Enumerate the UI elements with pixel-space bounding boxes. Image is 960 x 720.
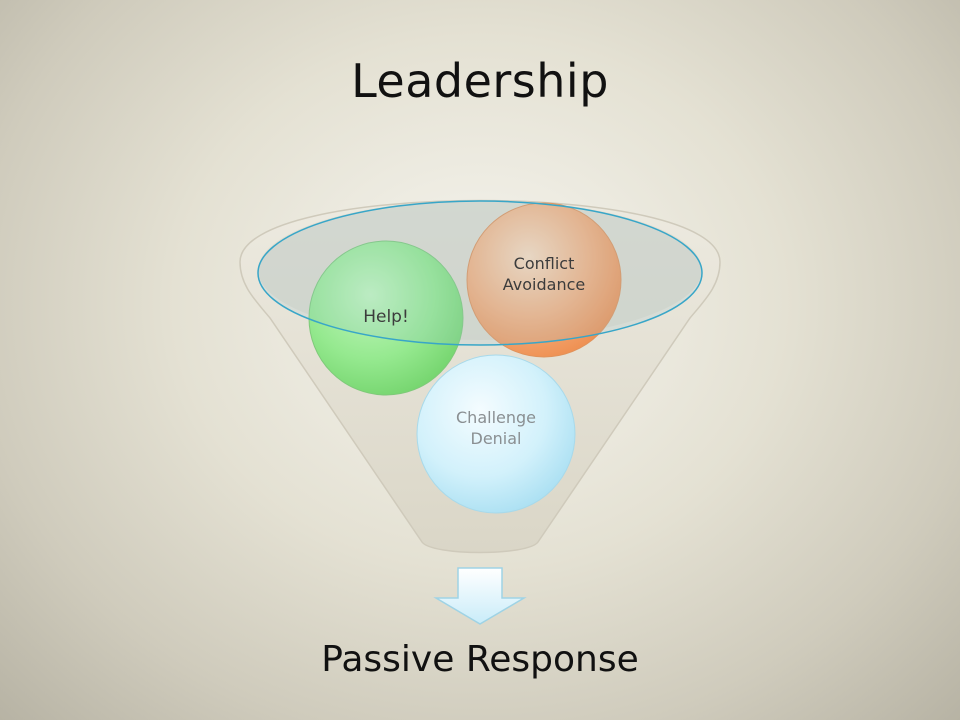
bubble-help xyxy=(308,240,464,396)
down-arrow-icon xyxy=(433,567,527,625)
bubble-conflict-avoidance xyxy=(466,202,622,358)
slide-title: Leadership xyxy=(351,54,609,108)
funnel-opening-ring xyxy=(257,200,703,346)
result-label: Passive Response xyxy=(321,639,639,680)
bubble-challenge-denial xyxy=(416,354,576,514)
bubble-label-help: Help! xyxy=(363,307,409,327)
bubble-label-conflict-avoidance: Conflict Avoidance xyxy=(502,254,586,294)
bubble-label-challenge-denial: Challenge Denial xyxy=(456,408,536,448)
